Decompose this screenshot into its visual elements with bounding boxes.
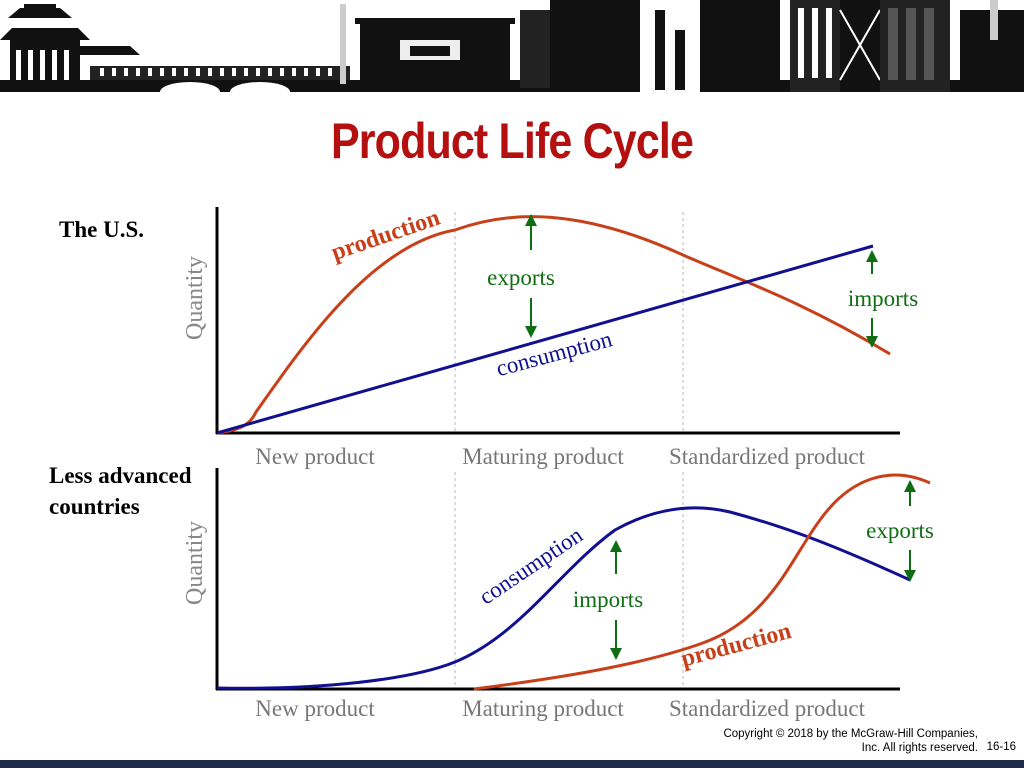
copyright-line-2: Inc. All rights reserved. xyxy=(861,742,978,754)
stage-new-product: New product xyxy=(255,696,375,721)
stage-standardized-product: Standardized product xyxy=(669,696,866,721)
footer-bar xyxy=(0,760,1024,768)
y-axis-label: Quantity xyxy=(182,256,208,340)
stage-standardized-product: Standardized product xyxy=(669,444,866,469)
y-axis-label: Quantity xyxy=(182,521,208,605)
slide-number: 16-16 xyxy=(986,741,1016,753)
imports-annotation: imports xyxy=(848,286,918,311)
stage-new-product: New product xyxy=(255,444,375,469)
stage-maturing-product: Maturing product xyxy=(462,444,624,469)
production-label: production xyxy=(328,205,443,266)
stage-maturing-product: Maturing product xyxy=(462,696,624,721)
consumption-curve xyxy=(216,506,911,690)
consumption-label: consumption xyxy=(493,326,615,381)
exports-annotation: exports xyxy=(487,265,555,290)
region-label-less-advanced: Less advanced countries xyxy=(49,463,192,519)
copyright-notice: Copyright © 2018 by the McGraw-Hill Comp… xyxy=(658,727,978,755)
exports-annotation: exports xyxy=(866,518,934,543)
copyright-line-1: Copyright © 2018 by the McGraw-Hill Comp… xyxy=(723,728,978,740)
production-curve xyxy=(473,473,931,691)
imports-annotation: imports xyxy=(573,587,643,612)
skyline-banner xyxy=(0,0,1024,92)
consumption-curve xyxy=(216,244,874,435)
production-curve xyxy=(216,215,891,435)
region-label-us: The U.S. xyxy=(59,217,144,242)
consumption-label: consumption xyxy=(475,522,588,609)
slide-title: Product Life Cycle xyxy=(330,113,694,169)
